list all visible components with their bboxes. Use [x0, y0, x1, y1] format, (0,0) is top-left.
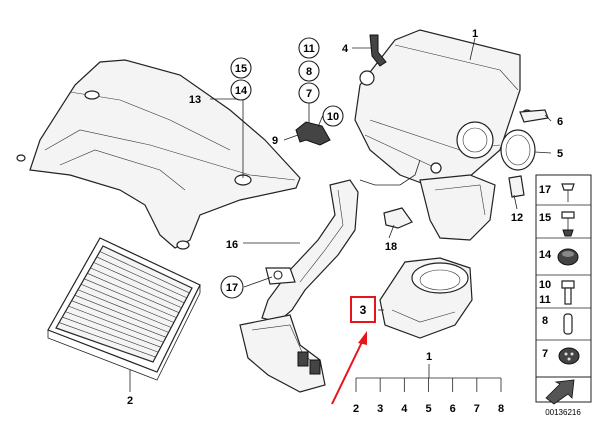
breakdown-root-label: 1 — [426, 351, 432, 363]
highlight-arrow-shaft — [331, 341, 363, 405]
side-label-8: 8 — [542, 315, 548, 327]
callout-10-stacked: 10 — [327, 111, 339, 123]
callout-18: 18 — [385, 241, 397, 253]
callout-13: 13 — [189, 94, 201, 106]
callout-2: 2 — [127, 395, 133, 407]
breakdown-item-label: 3 — [377, 403, 383, 415]
side-label-15: 15 — [539, 212, 551, 224]
callout-circle-15 — [230, 57, 252, 79]
side-panel-frame — [535, 174, 592, 378]
callout-12: 12 — [511, 212, 523, 224]
breakdown-item-label: 7 — [474, 403, 480, 415]
side-label-17: 17 — [539, 184, 551, 196]
side-label-7: 7 — [542, 348, 548, 360]
callout-14-stacked: 14 — [235, 85, 248, 97]
highlighted-callout-3: 3 — [360, 303, 367, 317]
leader-lines — [129, 37, 552, 392]
breakdown-tree: 1 2 3 4 5 6 7 8 — [353, 351, 504, 415]
breakdown-item-label: 2 — [353, 403, 359, 415]
callout-1: 1 — [472, 28, 478, 40]
breakdown-item-label: 4 — [401, 403, 408, 415]
grommet-part — [383, 207, 413, 229]
engine-cover-part — [16, 59, 301, 250]
side-label-14: 14 — [539, 249, 552, 261]
direction-arrow-icon — [545, 379, 575, 405]
callout-16: 16 — [226, 239, 238, 251]
reference-number: 00136216 — [545, 408, 581, 417]
callout-17-stacked: 17 — [226, 282, 238, 294]
breakdown-item-label: 8 — [498, 403, 504, 415]
callout-11-stacked: 11 — [303, 43, 315, 55]
side-label-10: 10 — [539, 279, 551, 291]
breakdown-item-label: 6 — [450, 403, 456, 415]
side-label-11: 11 — [539, 294, 551, 306]
gasket-ring-part — [500, 129, 536, 171]
callout-circle-17 — [220, 275, 244, 299]
callout-circle-8 — [298, 60, 320, 82]
breakdown-item-label: 5 — [425, 403, 431, 415]
callout-15-stacked: 15 — [235, 63, 247, 75]
callout-5: 5 — [557, 148, 563, 160]
air-filter-housing-part — [354, 29, 533, 241]
callout-4: 4 — [342, 43, 349, 55]
callout-circle-11 — [298, 37, 320, 59]
rubber-boot-part — [379, 257, 473, 339]
callout-circle-7 — [298, 82, 320, 104]
clip-part — [369, 34, 387, 67]
air-filter-element-part — [47, 237, 201, 381]
bracket-part — [519, 109, 549, 123]
highlight-box — [350, 296, 376, 323]
side-panel: 17 15 14 10 11 8 7 — [535, 174, 592, 405]
callout-circle-14 — [230, 79, 252, 101]
callout-9: 9 — [272, 135, 278, 147]
plug-part — [508, 175, 525, 198]
callout-8-stacked: 8 — [306, 66, 312, 78]
callout-6: 6 — [557, 116, 563, 128]
callout-7-stacked: 7 — [306, 88, 312, 100]
highlight-arrow-head — [358, 331, 367, 345]
intake-hose-part — [239, 179, 359, 393]
mount-part — [295, 121, 331, 146]
callout-circle-10 — [322, 105, 344, 127]
